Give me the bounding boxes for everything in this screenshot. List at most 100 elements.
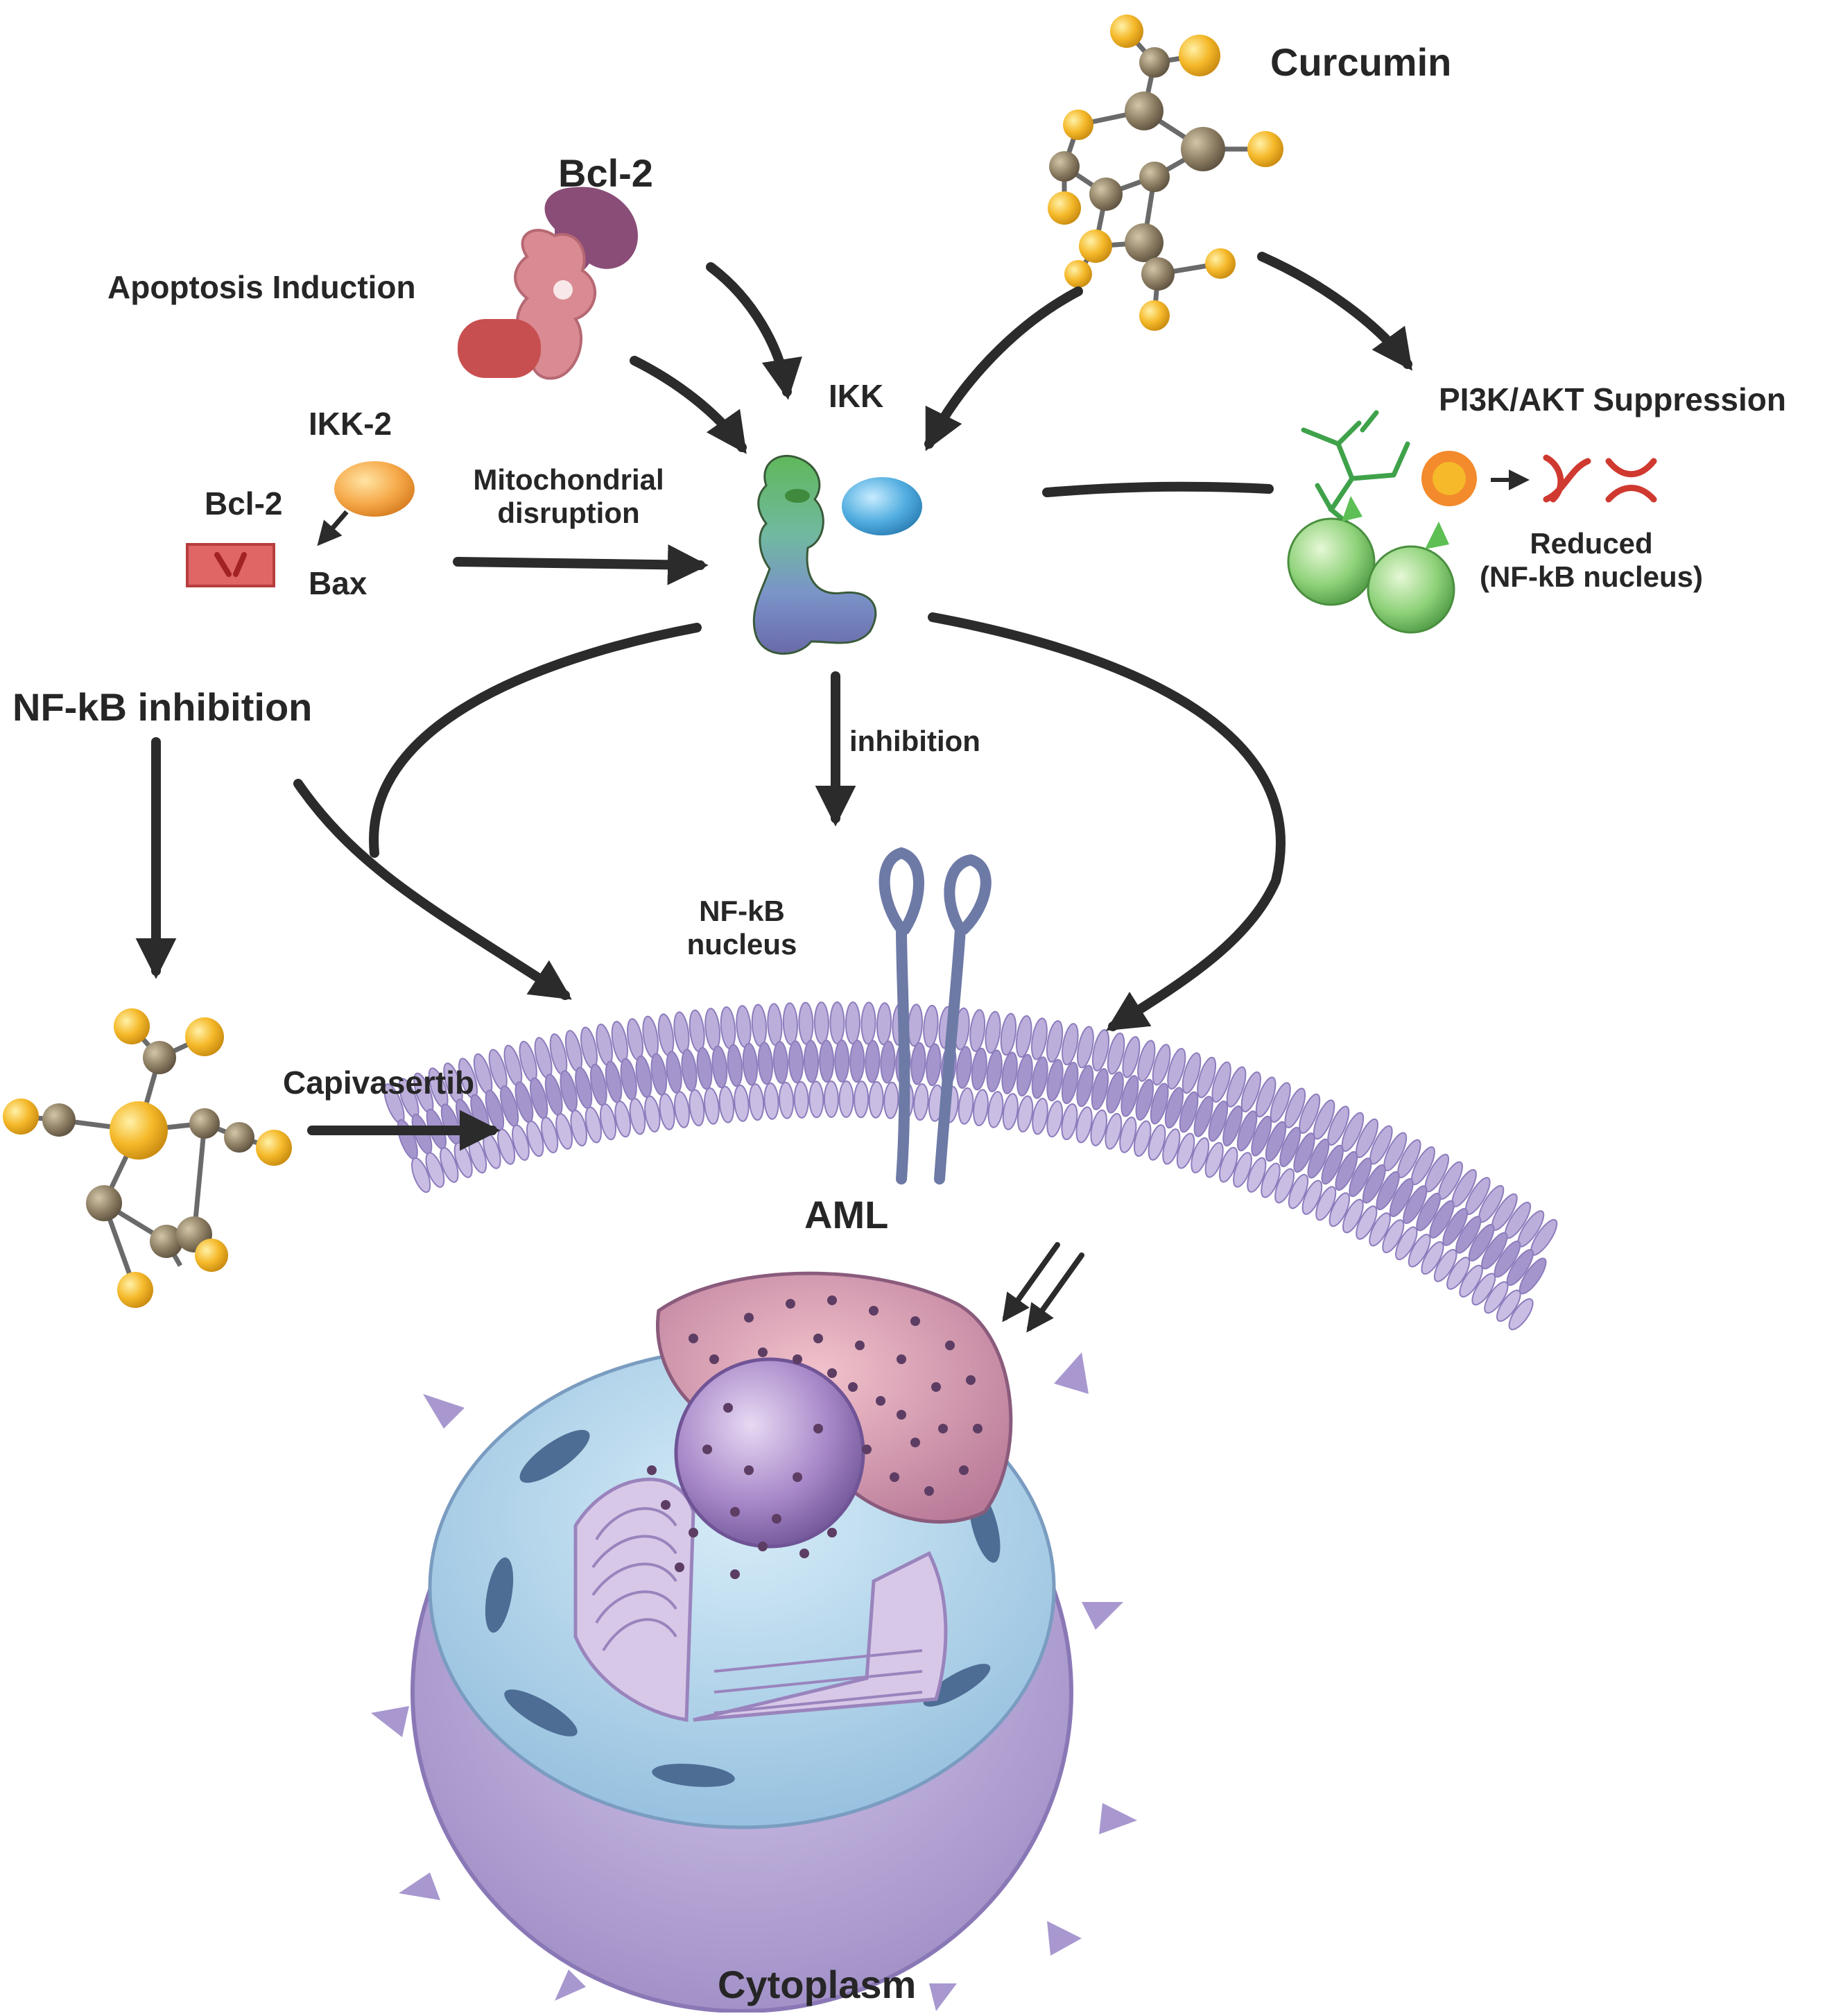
membrane-lipid <box>1061 1062 1079 1105</box>
membrane-lipid <box>1284 1087 1306 1128</box>
membrane-lipid <box>614 1100 632 1138</box>
membrane-lipid <box>541 1117 559 1153</box>
membrane-lipid <box>1481 1232 1508 1270</box>
membrane-lipid <box>1076 1065 1094 1108</box>
membrane-lipid <box>727 1044 743 1087</box>
membrane-lipid <box>1122 1036 1141 1078</box>
membrane-lipid <box>425 1152 445 1188</box>
membrane-lipid <box>1321 1144 1344 1185</box>
membrane-lipid <box>1442 1207 1469 1246</box>
membrane-lipid <box>1383 1132 1408 1171</box>
ikk-complex-icon <box>752 454 922 655</box>
membrane-lipid <box>1484 1281 1509 1314</box>
membrane-lipid <box>1362 1164 1386 1204</box>
membrane-lipid <box>788 1040 804 1084</box>
membrane-lipid <box>650 1053 668 1096</box>
membrane-lipid <box>763 1082 779 1120</box>
nucleus-speckle <box>869 1306 879 1316</box>
membrane-lipid <box>742 1042 759 1086</box>
membrane-lipid <box>803 1040 820 1083</box>
curcumin-atoms <box>1048 15 1283 331</box>
membrane-lipid <box>1279 1126 1301 1168</box>
membrane-lipid <box>1247 1157 1267 1193</box>
membrane-lipid <box>453 1141 473 1178</box>
membrane-lipid <box>1176 1132 1195 1169</box>
membrane-lipid <box>1508 1298 1534 1331</box>
nucleus-speckle <box>897 1410 906 1420</box>
membrane-lipid <box>819 1040 835 1083</box>
membrane-lipid <box>1167 1048 1186 1090</box>
nucleus-speckle <box>758 1542 768 1551</box>
nucleus-speckle <box>758 1347 768 1357</box>
label-nfkb-inhibition: NF-kB inhibition <box>12 685 313 729</box>
nucleus-speckle <box>827 1295 837 1305</box>
nucleus-speckle <box>813 1424 823 1433</box>
membrane-lipid <box>926 1043 942 1087</box>
membrane-lipid <box>1090 1109 1107 1146</box>
label-inhibition: inhibition <box>849 725 980 757</box>
membrane-lipid <box>704 1087 720 1125</box>
membrane-lipid <box>642 1015 659 1059</box>
nucleus-speckle <box>786 1299 795 1309</box>
membrane-lipid <box>868 1080 884 1119</box>
bcl2-protein-icon <box>458 187 638 380</box>
membrane-lipid <box>711 1045 728 1089</box>
membrane-lipid <box>1032 1098 1048 1135</box>
membrane-lipid <box>659 1093 675 1130</box>
membrane-lipid <box>1119 1117 1137 1153</box>
nucleus-speckle <box>897 1354 906 1364</box>
capivasertib-molecule-icon <box>3 1008 292 1308</box>
nucleus-speckle <box>931 1382 941 1392</box>
membrane-lipid <box>860 1001 876 1045</box>
membrane-lipid <box>829 1001 845 1044</box>
nucleus-speckle <box>848 1382 858 1392</box>
nucleus-speckle <box>702 1445 712 1454</box>
membrane-lipid <box>772 1041 788 1084</box>
membrane-lipid <box>1106 1071 1124 1114</box>
membrane-lipid <box>1236 1110 1258 1152</box>
membrane-lipid <box>1031 1056 1048 1099</box>
membrane-lipid <box>629 1098 646 1135</box>
membrane-lipid <box>751 1003 768 1047</box>
membrane-lipid <box>1193 1096 1213 1137</box>
label-bcl2-small: Bcl-2 <box>205 485 283 522</box>
nucleus-speckle <box>910 1438 920 1447</box>
entry-arrows <box>1002 1242 1084 1333</box>
nucleus-speckle <box>924 1486 934 1496</box>
membrane-lipid <box>913 1083 929 1121</box>
nucleus-speckle <box>730 1569 740 1579</box>
membrane-lipid <box>1211 1061 1231 1103</box>
membrane-lipid <box>657 1013 675 1056</box>
nucleus-speckle <box>689 1528 698 1537</box>
membrane-lipid <box>673 1011 690 1054</box>
membrane-lipid <box>1293 1132 1315 1173</box>
membrane-lipid <box>1107 1032 1125 1075</box>
membrane-lipid <box>1274 1168 1295 1204</box>
membrane-lipid <box>1301 1180 1323 1215</box>
membrane-lipid <box>1408 1234 1431 1268</box>
membrane-lipid <box>1016 1095 1034 1132</box>
membrane-lipid <box>1395 1226 1418 1261</box>
nucleus-speckle <box>730 1507 740 1517</box>
membrane-lipid <box>1342 1198 1364 1234</box>
membrane-lipid <box>720 1006 736 1049</box>
label-bcl2-top: Bcl-2 <box>558 151 653 195</box>
label-bax: Bax <box>309 565 367 601</box>
membrane-lipid <box>748 1083 765 1121</box>
pathway-arrows <box>135 252 1412 1151</box>
nucleus-speckle <box>793 1472 802 1482</box>
membrane-lipid <box>1369 1125 1393 1165</box>
membrane-lipid <box>1397 1139 1421 1178</box>
membrane-lipid <box>1382 1219 1405 1254</box>
label-mito-line1: Mitochondrial <box>473 463 664 496</box>
membrane-lipid <box>1307 1138 1330 1179</box>
membrane-lipid <box>736 1005 752 1049</box>
membrane-lipid <box>1076 1026 1094 1069</box>
membrane-lipid <box>1000 1013 1017 1056</box>
membrane-lipid <box>1137 1040 1156 1082</box>
membrane-lipid <box>440 1147 459 1183</box>
membrane-lipid <box>704 1008 720 1051</box>
nucleus-speckle <box>744 1313 754 1323</box>
cell-membrane-bilayer <box>383 1001 1558 1331</box>
